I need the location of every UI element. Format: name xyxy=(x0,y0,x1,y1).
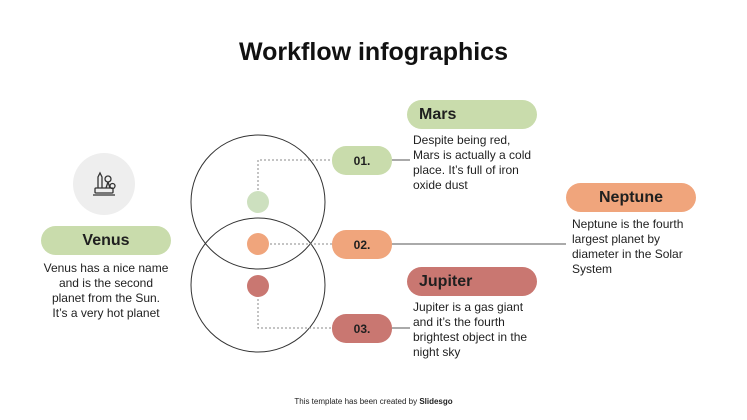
footer-brand[interactable]: Slidesgo xyxy=(419,397,453,406)
neptune-label: Neptune xyxy=(566,183,696,212)
connector-01 xyxy=(257,159,332,194)
dot-red xyxy=(247,275,269,297)
planning-tools-icon xyxy=(73,153,135,215)
step-02: 02. xyxy=(332,230,392,259)
venus-description: Venus has a nice name and is the second … xyxy=(43,261,169,320)
step-01: 01. xyxy=(332,146,392,175)
neptune-description: Neptune is the fourth largest planet by … xyxy=(572,217,684,276)
page-title: Workflow infographics xyxy=(239,38,508,66)
lower-ring xyxy=(190,217,326,353)
jupiter-label: Jupiter xyxy=(407,267,537,296)
upper-ring xyxy=(190,134,326,270)
mars-label: Mars xyxy=(407,100,537,129)
footer-prefix: This template has been created by xyxy=(294,397,418,406)
jupiter-description: Jupiter is a gas giant and it’s the four… xyxy=(413,300,528,359)
mars-description: Despite being red, Mars is actually a co… xyxy=(413,133,532,192)
dot-orange xyxy=(247,233,269,255)
connector-03 xyxy=(257,295,332,329)
step-03: 03. xyxy=(332,314,392,343)
venus-label: Venus xyxy=(41,226,171,255)
dot-green xyxy=(247,191,269,213)
footer-credit: This template has been created by Slides… xyxy=(0,397,747,406)
